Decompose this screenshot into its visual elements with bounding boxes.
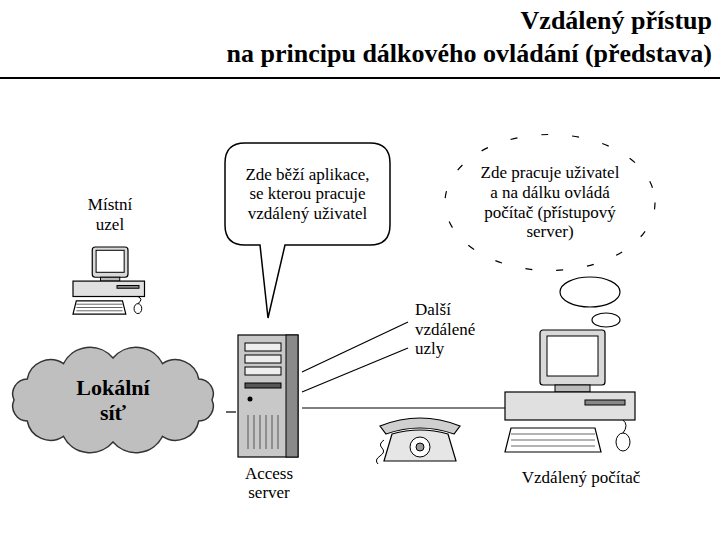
phone-body: [384, 430, 456, 461]
monitor: [92, 247, 128, 277]
monitor-stand: [555, 385, 590, 392]
vent: [248, 415, 249, 449]
phone-dial: [410, 437, 430, 457]
key-row: [76, 304, 122, 305]
phone-handset: [380, 418, 460, 434]
vent: [278, 415, 279, 449]
vent: [260, 415, 261, 449]
leader-line: [302, 348, 408, 392]
key-row: [76, 310, 122, 311]
phone-cord: [376, 440, 384, 464]
node-text: Zde běží aplikace, se kterou pracuje vzd…: [245, 165, 369, 224]
node-text: Lokální síť: [76, 375, 149, 426]
node-text: Access server: [245, 464, 293, 503]
keyboard: [73, 301, 126, 314]
mouse: [134, 304, 142, 314]
key-row: [511, 440, 595, 441]
leader-line: [302, 322, 408, 372]
label: Další vzdálené uzly: [415, 300, 475, 359]
pcBig-shape: [505, 330, 657, 488]
pcBig-node: Vzdálený počítač: [505, 330, 657, 488]
speech-bubble: [225, 143, 390, 318]
drive-slot: [117, 286, 139, 289]
mouse-cord: [138, 297, 141, 304]
thought-cloud: [445, 135, 655, 271]
drive-slot: [585, 400, 625, 405]
vent: [272, 415, 273, 449]
node-text: Místní uzel: [88, 195, 132, 234]
system-unit: [73, 281, 145, 296]
key-row: [511, 446, 595, 447]
server-node: Access server: [236, 335, 302, 503]
vent: [254, 415, 255, 449]
title: Vzdálený přístup na principu dálkového o…: [227, 4, 712, 70]
thought-dot: [560, 277, 620, 307]
network-cloud: [13, 347, 214, 452]
system-unit: [505, 392, 635, 420]
drive-bay: [245, 367, 281, 375]
thought-dot: [592, 313, 620, 327]
title-rule: [0, 77, 720, 79]
vent: [266, 415, 267, 449]
drive-bay: [245, 343, 281, 351]
screen: [96, 250, 124, 272]
phone-dial: [416, 443, 424, 451]
node-text: Vzdálený počítač: [522, 468, 640, 488]
telephone-icon: [376, 418, 460, 464]
drive-bay: [245, 355, 281, 363]
thought-node: Zde pracuje uživatel a na dálku ovládá p…: [450, 140, 650, 265]
node-text: Zde pracuje uživatel a na dálku ovládá p…: [481, 163, 620, 241]
bubble-node: Zde běží aplikace, se kterou pracuje vzd…: [225, 143, 390, 245]
screen: [547, 336, 598, 376]
monitor: [540, 330, 605, 385]
mouse: [616, 433, 630, 451]
mouse-cord: [623, 420, 626, 433]
connector: [226, 411, 236, 412]
pcSmall-node: Místní uzel: [65, 195, 155, 310]
connector: [302, 407, 505, 408]
key-row: [511, 434, 595, 435]
keyboard: [505, 428, 601, 452]
cloud-node: Lokální síť: [0, 345, 226, 455]
power-button: [248, 397, 253, 402]
floppy-slot: [245, 383, 281, 388]
key-row: [76, 307, 122, 308]
server-side: [286, 335, 298, 457]
server-tower: [238, 335, 298, 457]
